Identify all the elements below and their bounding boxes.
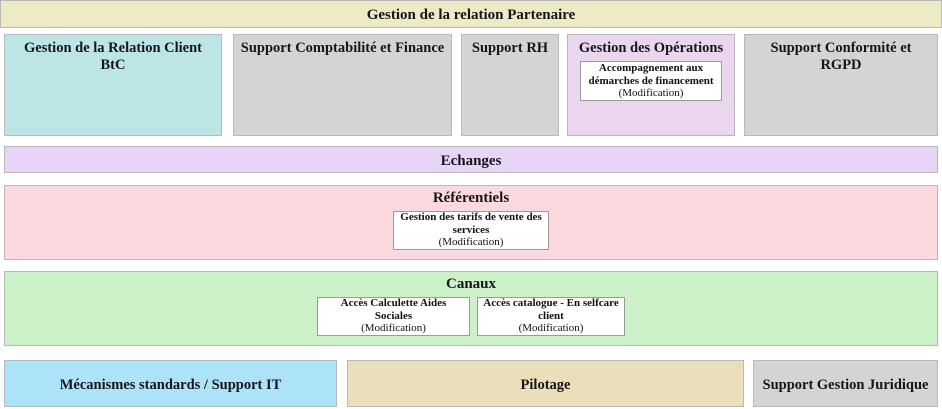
footer-block-mecanismes-standards-support-it[interactable]: Mécanismes standards / Support IT (4, 360, 337, 407)
footer-block-pilotage[interactable]: Pilotage (347, 360, 744, 407)
header-title: Gestion de la relation Partenaire (366, 7, 576, 24)
header-band-gestion-de-la-relation-partenaire[interactable]: Gestion de la relation Partenaire (0, 0, 942, 28)
band-echanges[interactable]: Echanges (4, 146, 938, 173)
card-list: Gestion des tarifs de vente des services… (393, 210, 549, 250)
card-status: (Modification) (618, 87, 684, 100)
footer-title: Pilotage (520, 377, 571, 394)
domain-block-support-comptabilite-et-finance[interactable]: Support Comptabilité et Finance (233, 34, 452, 136)
band-referentiels[interactable]: Référentiels Gestion des tarifs de vente… (4, 185, 938, 260)
domain-block-gestion-de-la-relation-client-btc[interactable]: Gestion de la Relation Client BtC (4, 34, 222, 136)
card-list: Accompagnement aux démarches de financem… (580, 61, 722, 102)
band-title: Référentiels (432, 190, 510, 206)
capability-card[interactable]: Accès catalogue - En selfcare client (Mo… (477, 296, 625, 336)
capability-card[interactable]: Gestion des tarifs de vente des services… (393, 210, 549, 250)
footer-block-support-gestion-juridique[interactable]: Support Gestion Juridique (753, 360, 938, 407)
card-status: (Modification) (438, 236, 504, 249)
domain-title: Support Comptabilité et Finance (240, 40, 445, 56)
domain-title: Gestion des Opérations (578, 40, 724, 56)
band-title: Echanges (440, 152, 502, 169)
domain-title: Support RH (471, 40, 549, 56)
domain-title: Gestion de la Relation Client BtC (23, 40, 203, 74)
card-title: Gestion des tarifs de vente des services (400, 210, 542, 236)
card-title: Accès catalogue - En selfcare client (483, 296, 619, 322)
domain-title: Support Conformité et RGPD (770, 40, 912, 74)
footer-title: Mécanismes standards / Support IT (59, 377, 282, 394)
domain-block-support-conformite-et-rgpd[interactable]: Support Conformité et RGPD (744, 34, 938, 136)
domain-block-support-rh[interactable]: Support RH (461, 34, 559, 136)
card-list: Accès Calculette Aides Sociales (Modific… (317, 296, 625, 336)
card-title: Accompagnement aux démarches de financem… (588, 61, 714, 87)
footer-title: Support Gestion Juridique (762, 377, 929, 394)
domain-block-gestion-des-operations[interactable]: Gestion des Opérations Accompagnement au… (567, 34, 735, 136)
capability-card[interactable]: Accompagnement aux démarches de financem… (580, 61, 722, 102)
card-title: Accès Calculette Aides Sociales (340, 296, 447, 322)
card-status: (Modification) (518, 322, 584, 335)
band-title: Canaux (445, 276, 497, 292)
band-canaux[interactable]: Canaux Accès Calculette Aides Sociales (… (4, 271, 938, 346)
card-status: (Modification) (361, 322, 426, 335)
capability-card[interactable]: Accès Calculette Aides Sociales (Modific… (317, 296, 470, 336)
